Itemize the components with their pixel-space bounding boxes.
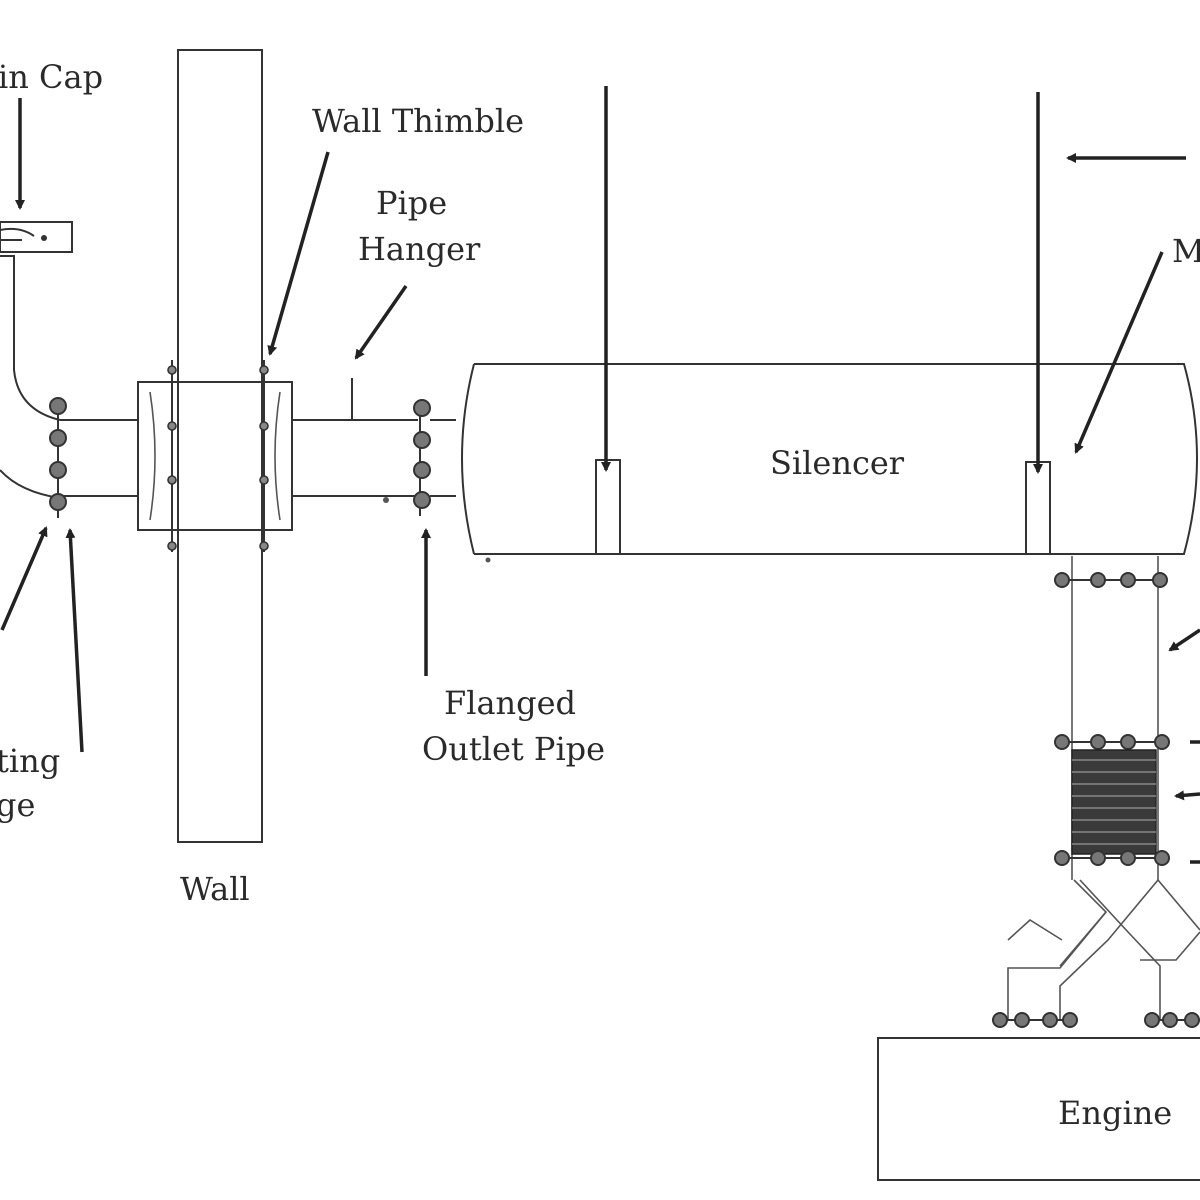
bellows-arrow	[1174, 790, 1200, 801]
right-cut-arrow	[1074, 251, 1164, 454]
silencer	[430, 363, 1198, 563]
silencer-label: Silencer	[770, 444, 905, 482]
wall-thimble	[137, 360, 293, 552]
mounting-flange	[49, 397, 67, 518]
rain-cap-label: in Cap	[0, 58, 103, 96]
wall-thimble-label: Wall Thimble	[312, 102, 524, 140]
flanged-outlet-label-line2: Outlet Pipe	[422, 730, 605, 768]
mounting-flange-arrow-2	[65, 528, 84, 753]
flexible-bellows	[1071, 749, 1157, 855]
wall	[177, 49, 263, 843]
pipe-hanger-arrow	[354, 285, 408, 360]
pipe-hanger-label-line2: Hanger	[358, 230, 481, 268]
pipe-hanger-label-line1: Pipe	[376, 184, 447, 222]
flanged-outlet-label-line1: Flanged	[444, 684, 576, 722]
engine	[877, 1037, 1200, 1181]
left-pipe	[60, 419, 138, 497]
wall-label: Wall	[180, 870, 250, 908]
exhaust-manifold	[992, 879, 1200, 1028]
mounting-flange-label-line2: ge	[0, 786, 35, 824]
wall-thimble-arrow	[267, 151, 330, 356]
lower-flange	[1054, 850, 1170, 866]
mounting-flange-arrow-1	[0, 526, 48, 631]
rain-cap-riser-pipe	[0, 255, 61, 499]
flanged-outlet-pipe	[292, 399, 431, 516]
engine-label: Engine	[1058, 1094, 1172, 1132]
connection-arrow	[1168, 628, 1200, 652]
rain-cap	[0, 221, 73, 253]
mounting-flange-label-line1: ting	[0, 742, 60, 780]
right-cut-label: M	[1172, 232, 1200, 270]
